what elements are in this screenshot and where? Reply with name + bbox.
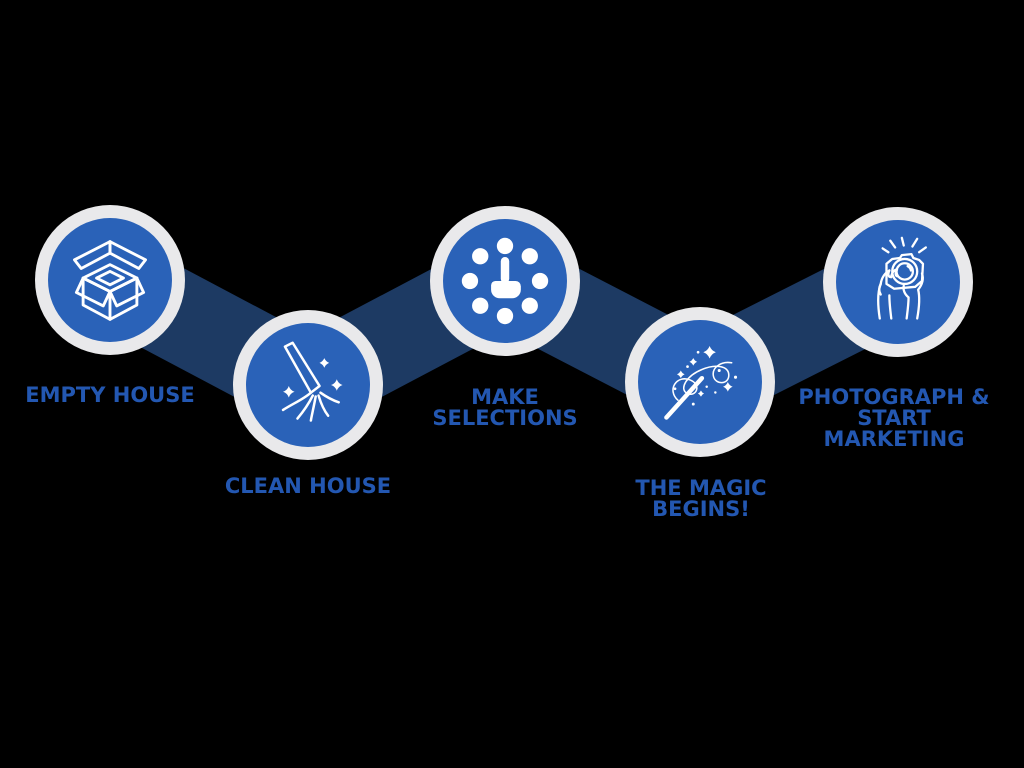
hand-select-dots-icon: [461, 237, 549, 325]
step-label-clean-house: CLEAN HOUSE: [224, 474, 392, 498]
step-circle-clean-house: [233, 310, 383, 460]
step-label-empty-house: EMPTY HOUSE: [25, 383, 195, 407]
step-circle-inner: [443, 219, 567, 343]
step-circle-magic-begins: [625, 307, 775, 457]
step-circle-inner: [836, 220, 960, 344]
magic-wand-icon: [664, 346, 738, 420]
broom-icon: [281, 341, 343, 422]
step-circle-photograph: [823, 207, 973, 357]
open-box-icon: [73, 240, 147, 321]
step-circle-inner: [48, 218, 172, 342]
step-label-make-selections: MAKE SELECTIONS: [432, 385, 578, 430]
step-label-photograph: PHOTOGRAPH & START MARKETING: [798, 385, 990, 451]
camera-in-hands-icon: [876, 236, 927, 320]
step-label-magic-begins: THE MAGIC BEGINS!: [635, 476, 767, 521]
step-circle-make-selections: [430, 206, 580, 356]
step-circle-inner: [246, 323, 370, 447]
step-circle-empty-house: [35, 205, 185, 355]
step-circle-inner: [638, 320, 762, 444]
